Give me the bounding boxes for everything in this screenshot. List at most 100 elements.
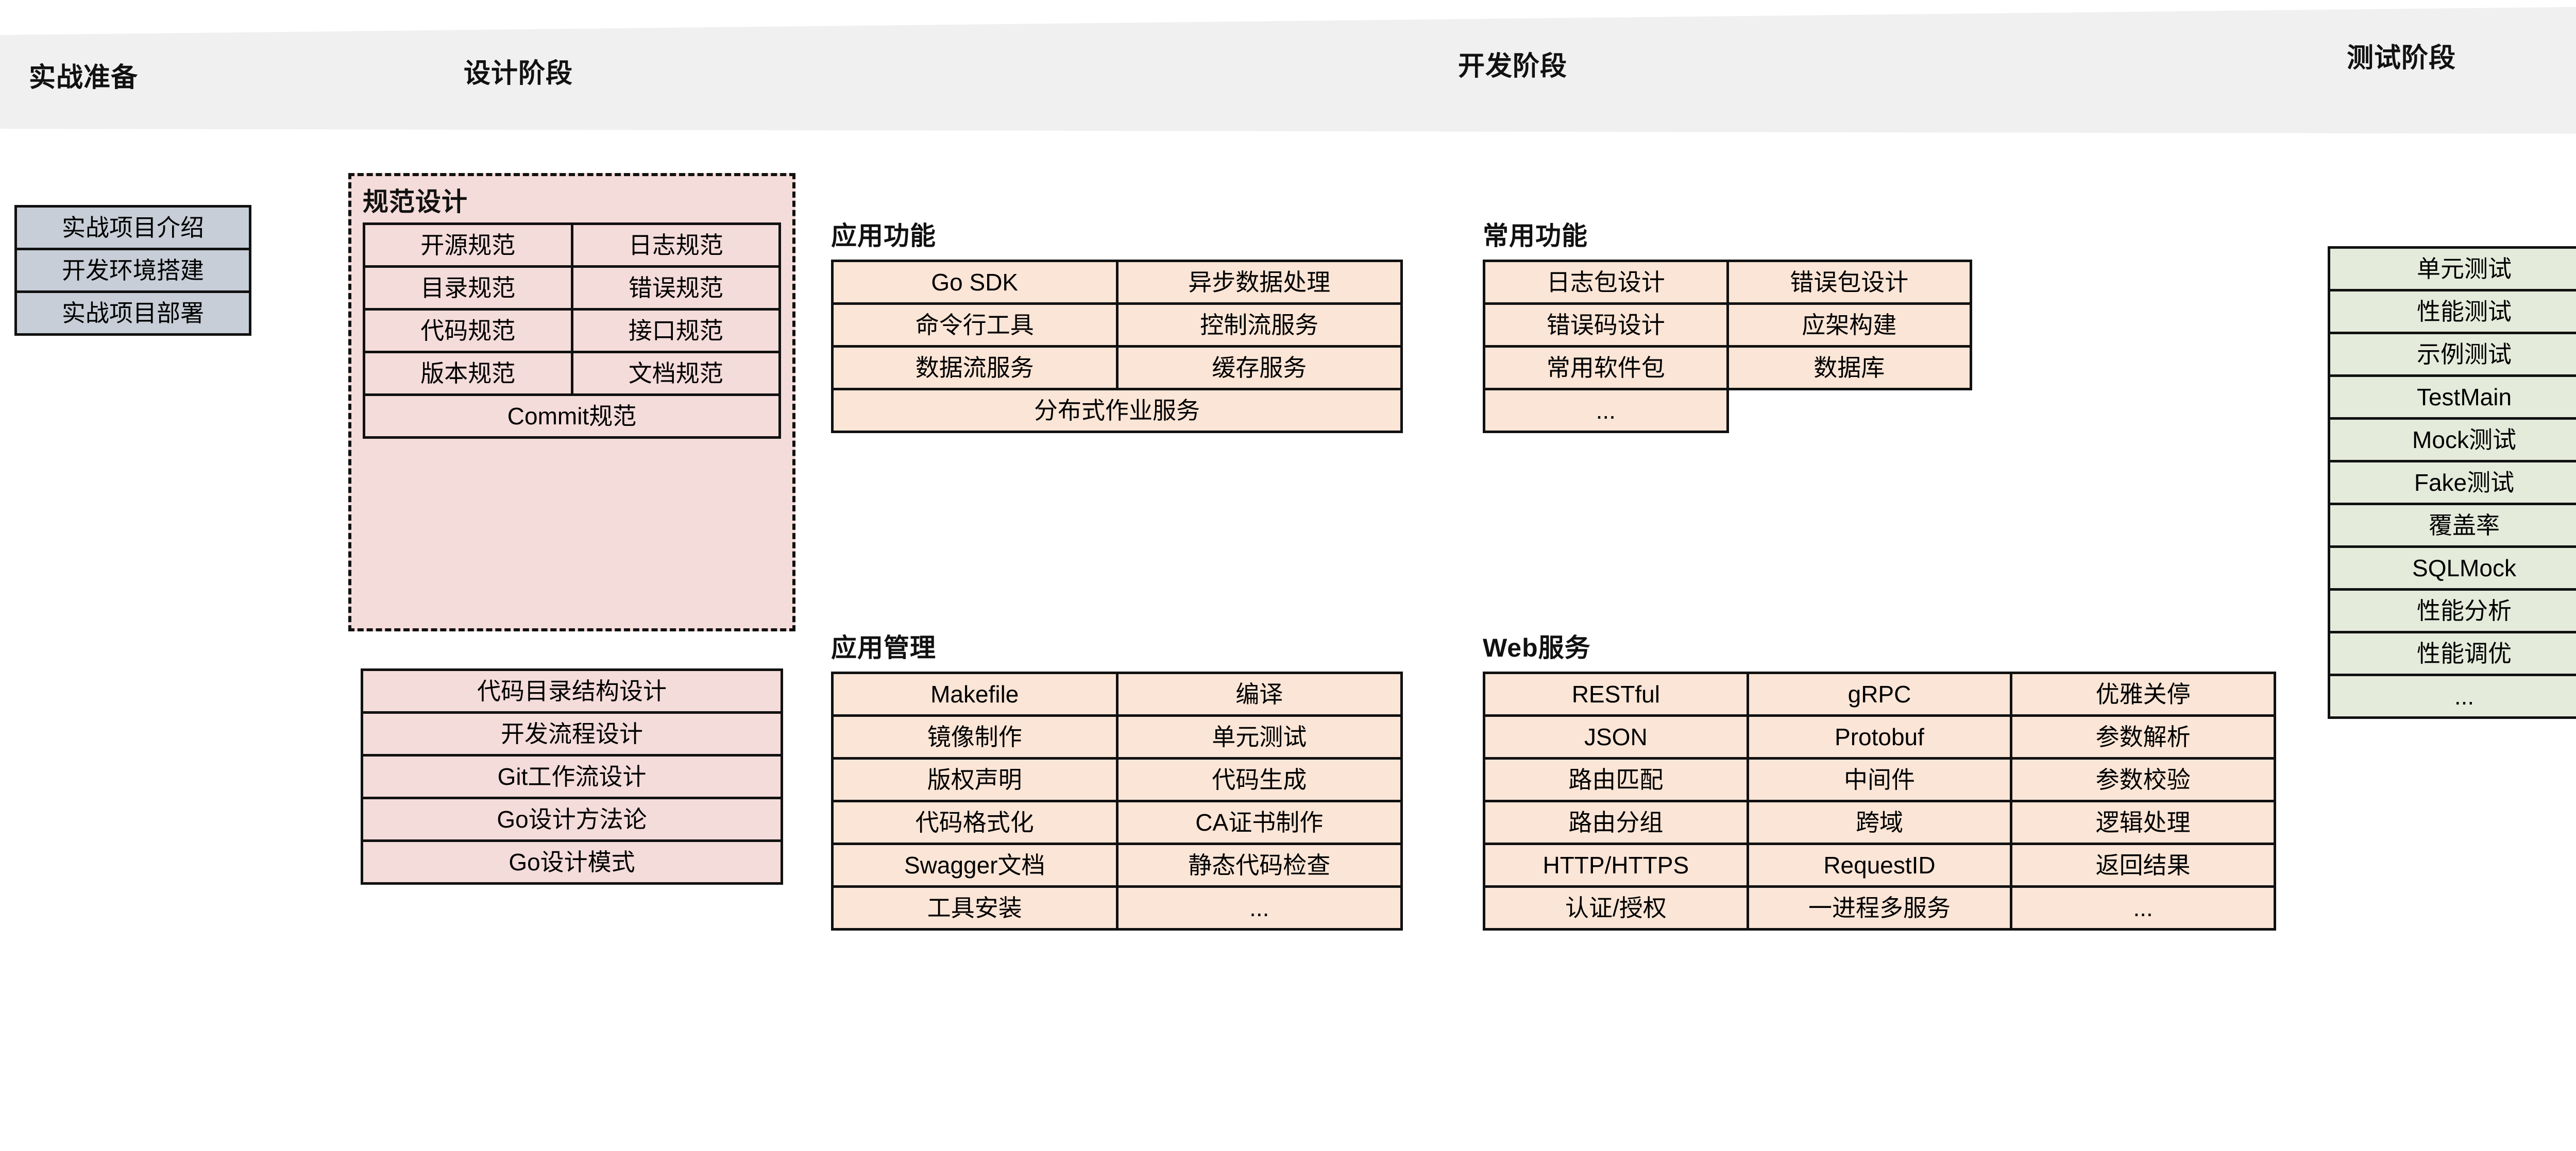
table-row[interactable]: 镜像制作 单元测试	[831, 714, 1403, 760]
cell-am-0-1[interactable]: 编译	[1115, 672, 1403, 717]
cell-tp-2[interactable]: 示例测试	[2328, 332, 2576, 377]
cell-am-4-1[interactable]: 静态代码检查	[1115, 843, 1403, 888]
table-row[interactable]: Fake测试	[2328, 460, 2576, 505]
cell-cf-2-0[interactable]: 常用软件包	[1483, 345, 1729, 390]
table-row[interactable]: 性能测试	[2328, 289, 2576, 334]
cell-dx-4[interactable]: Go设计模式	[361, 839, 783, 885]
cell-am-5-0[interactable]: 工具安装	[831, 885, 1118, 931]
cell-prep-0-0[interactable]: 实战项目介绍	[14, 205, 251, 250]
cell-am-1-0[interactable]: 镜像制作	[831, 714, 1118, 760]
cell-ws-1-0[interactable]: JSON	[1483, 714, 1749, 760]
table-row[interactable]: 开发环境搭建	[14, 248, 251, 293]
cell-ws-4-0[interactable]: HTTP/HTTPS	[1483, 843, 1749, 888]
table-row[interactable]: 路由匹配 中间件 参数校验	[1483, 757, 2276, 802]
table-row[interactable]: 命令行工具 控制流服务	[831, 302, 1403, 348]
cell-tp-5[interactable]: Fake测试	[2328, 460, 2576, 505]
cell-tp-8[interactable]: 性能分析	[2328, 588, 2576, 633]
cell-dx-2[interactable]: Git工作流设计	[361, 754, 783, 799]
cell-spec-1-1[interactable]: 错误规范	[570, 265, 781, 311]
cell-af-3-0[interactable]: 分布式作业服务	[831, 388, 1403, 433]
cell-ws-0-1[interactable]: gRPC	[1746, 672, 2013, 717]
table-row[interactable]: Makefile 编译	[831, 672, 1403, 717]
table-row[interactable]: 认证/授权 一进程多服务 ...	[1483, 885, 2276, 931]
table-row[interactable]: 错误码设计 应架构建	[1483, 302, 1972, 348]
table-row[interactable]: 实战项目部署	[14, 290, 251, 336]
table-row[interactable]: 实战项目介绍	[14, 205, 251, 250]
cell-ws-4-1[interactable]: RequestID	[1746, 843, 2013, 888]
cell-cf-3-0[interactable]: ...	[1483, 388, 1729, 433]
cell-ws-2-2[interactable]: 参数校验	[2010, 757, 2276, 802]
cell-am-2-0[interactable]: 版权声明	[831, 757, 1118, 802]
table-row[interactable]: Swagger文档 静态代码检查	[831, 843, 1403, 888]
cell-ws-5-2[interactable]: ...	[2010, 885, 2276, 931]
cell-spec-4-0[interactable]: Commit规范	[363, 393, 781, 439]
table-row[interactable]: Go SDK 异步数据处理	[831, 260, 1403, 305]
cell-spec-0-0[interactable]: 开源规范	[363, 222, 573, 268]
cell-ws-5-0[interactable]: 认证/授权	[1483, 885, 1749, 931]
cell-ws-3-2[interactable]: 逻辑处理	[2010, 800, 2276, 845]
cell-cf-2-1[interactable]: 数据库	[1726, 345, 1972, 390]
table-row[interactable]: TestMain	[2328, 374, 2576, 420]
cell-spec-1-0[interactable]: 目录规范	[363, 265, 573, 311]
cell-am-3-1[interactable]: CA证书制作	[1115, 800, 1403, 845]
table-row[interactable]: 分布式作业服务	[831, 388, 1403, 433]
cell-tp-6[interactable]: 覆盖率	[2328, 503, 2576, 548]
table-row[interactable]: HTTP/HTTPS RequestID 返回结果	[1483, 843, 2276, 888]
cell-af-1-0[interactable]: 命令行工具	[831, 302, 1118, 348]
cell-ws-3-1[interactable]: 跨域	[1746, 800, 2013, 845]
cell-tp-4[interactable]: Mock测试	[2328, 417, 2576, 462]
cell-dx-3[interactable]: Go设计方法论	[361, 797, 783, 842]
table-row[interactable]: 版本规范 文档规范	[363, 351, 781, 396]
table-row[interactable]: 覆盖率	[2328, 503, 2576, 548]
table-row[interactable]: 开发流程设计	[361, 711, 783, 757]
cell-spec-2-0[interactable]: 代码规范	[363, 308, 573, 353]
cell-cf-1-1[interactable]: 应架构建	[1726, 302, 1972, 348]
cell-af-1-1[interactable]: 控制流服务	[1115, 302, 1403, 348]
table-row[interactable]: 日志包设计 错误包设计	[1483, 260, 1972, 305]
cell-am-1-1[interactable]: 单元测试	[1115, 714, 1403, 760]
cell-ws-2-1[interactable]: 中间件	[1746, 757, 2013, 802]
table-row[interactable]: 单元测试	[2328, 246, 2576, 291]
cell-am-3-0[interactable]: 代码格式化	[831, 800, 1118, 845]
cell-ws-4-2[interactable]: 返回结果	[2010, 843, 2276, 888]
table-row[interactable]: ...	[2328, 674, 2576, 719]
cell-tp-3[interactable]: TestMain	[2328, 374, 2576, 420]
cell-ws-5-1[interactable]: 一进程多服务	[1746, 885, 2013, 931]
cell-am-4-0[interactable]: Swagger文档	[831, 843, 1118, 888]
cell-cf-0-0[interactable]: 日志包设计	[1483, 260, 1729, 305]
cell-af-0-0[interactable]: Go SDK	[831, 260, 1118, 305]
cell-spec-0-1[interactable]: 日志规范	[570, 222, 781, 268]
cell-ws-2-0[interactable]: 路由匹配	[1483, 757, 1749, 802]
cell-ws-1-2[interactable]: 参数解析	[2010, 714, 2276, 760]
table-row[interactable]: 性能调优	[2328, 631, 2576, 676]
table-row[interactable]: 开源规范 日志规范	[363, 222, 781, 268]
cell-tp-10[interactable]: ...	[2328, 674, 2576, 719]
cell-cf-1-0[interactable]: 错误码设计	[1483, 302, 1729, 348]
cell-spec-2-1[interactable]: 接口规范	[570, 308, 781, 353]
cell-am-0-0[interactable]: Makefile	[831, 672, 1118, 717]
table-row[interactable]: Mock测试	[2328, 417, 2576, 462]
table-row[interactable]: Go设计方法论	[361, 797, 783, 842]
table-row[interactable]: 示例测试	[2328, 332, 2576, 377]
table-row[interactable]: 代码规范 接口规范	[363, 308, 781, 353]
cell-tp-9[interactable]: 性能调优	[2328, 631, 2576, 676]
cell-ws-3-0[interactable]: 路由分组	[1483, 800, 1749, 845]
cell-prep-1-0[interactable]: 开发环境搭建	[14, 248, 251, 293]
table-row[interactable]: 数据流服务 缓存服务	[831, 345, 1403, 390]
table-row[interactable]: Go设计模式	[361, 839, 783, 885]
cell-af-2-1[interactable]: 缓存服务	[1115, 345, 1403, 390]
table-row[interactable]: Git工作流设计	[361, 754, 783, 799]
table-row[interactable]: 代码格式化 CA证书制作	[831, 800, 1403, 845]
cell-am-5-1[interactable]: ...	[1115, 885, 1403, 931]
cell-dx-1[interactable]: 开发流程设计	[361, 711, 783, 757]
table-row[interactable]: 版权声明 代码生成	[831, 757, 1403, 802]
cell-tp-7[interactable]: SQLMock	[2328, 545, 2576, 591]
table-row[interactable]: 性能分析	[2328, 588, 2576, 633]
cell-am-2-1[interactable]: 代码生成	[1115, 757, 1403, 802]
cell-ws-1-1[interactable]: Protobuf	[1746, 714, 2013, 760]
cell-tp-1[interactable]: 性能测试	[2328, 289, 2576, 334]
table-row[interactable]: 目录规范 错误规范	[363, 265, 781, 311]
cell-af-0-1[interactable]: 异步数据处理	[1115, 260, 1403, 305]
table-row[interactable]: 路由分组 跨域 逻辑处理	[1483, 800, 2276, 845]
table-row[interactable]: JSON Protobuf 参数解析	[1483, 714, 2276, 760]
